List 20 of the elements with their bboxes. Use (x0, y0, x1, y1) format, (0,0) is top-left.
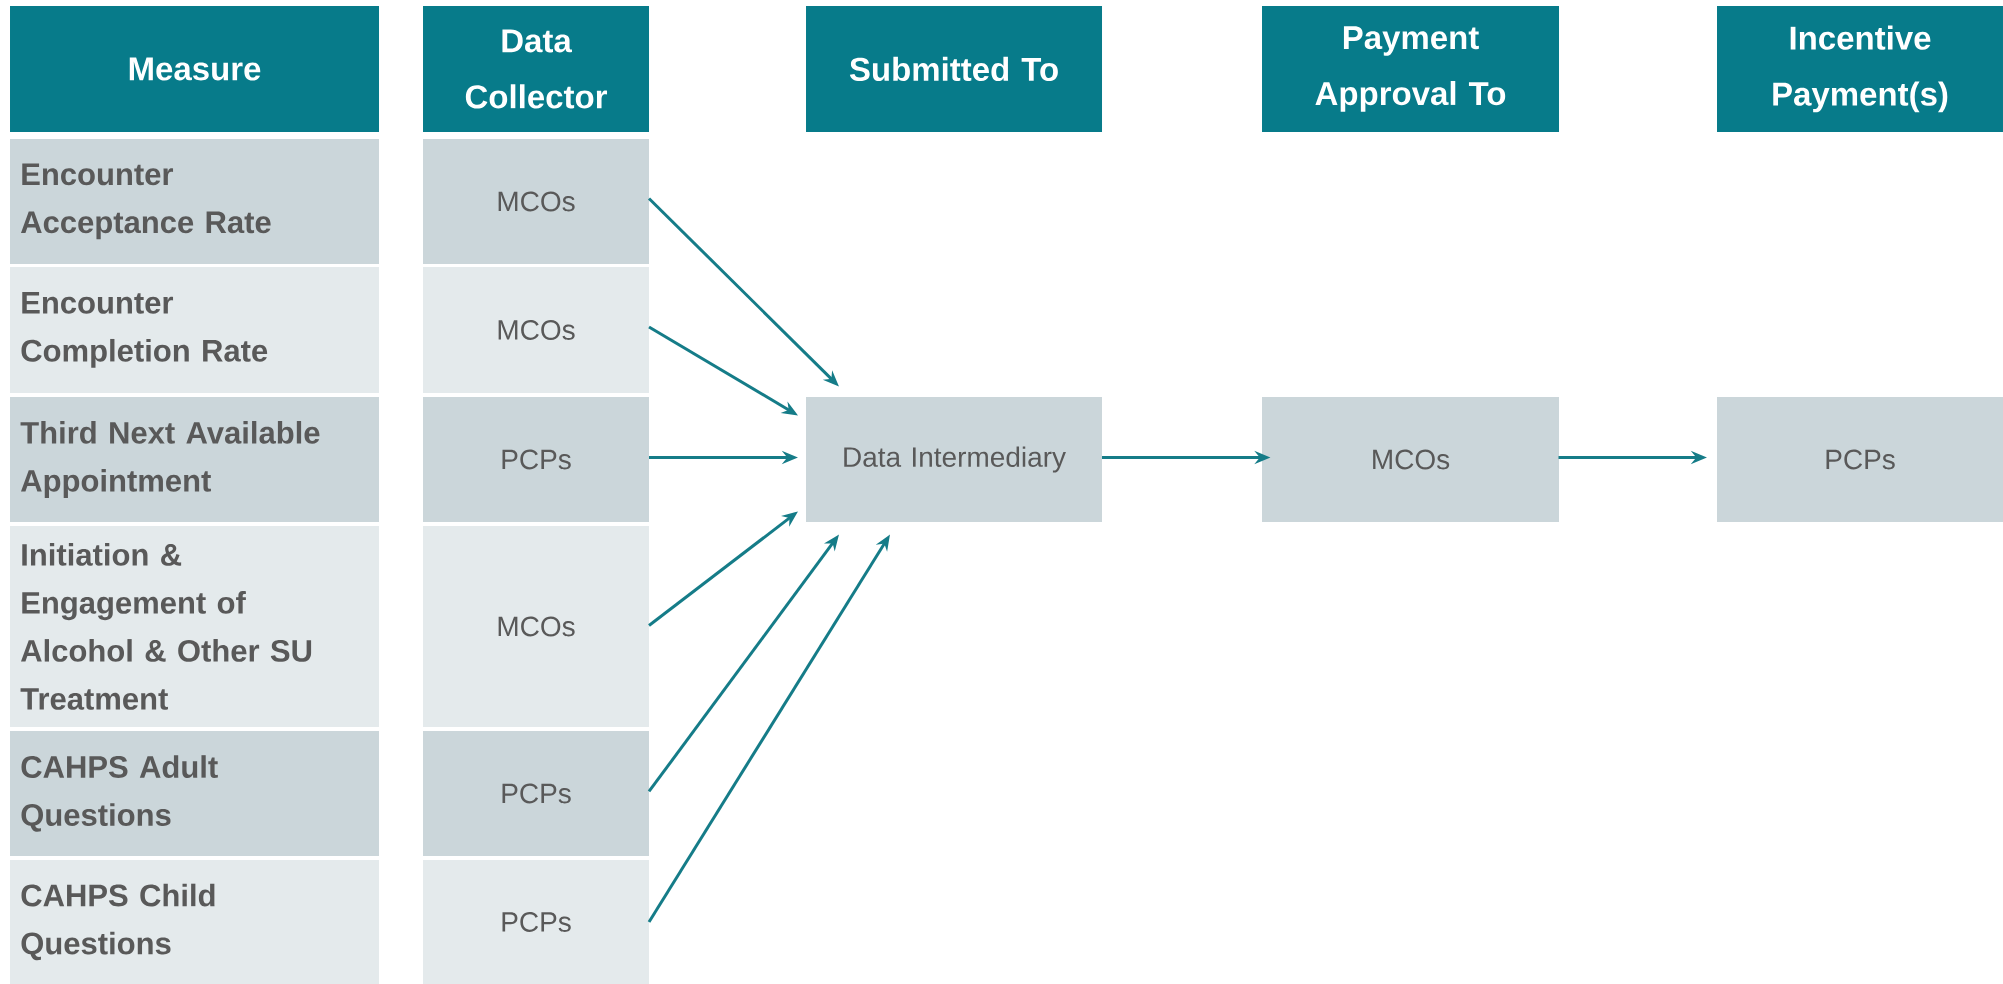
header-cell: Submitted To (806, 6, 1102, 132)
measure-cell: Third Next Available Appointment (10, 397, 379, 522)
collector-cell: MCOs (423, 139, 649, 264)
collector-cell: PCPs (423, 397, 649, 522)
header-cell: Measure (10, 6, 379, 132)
collector-cell: PCPs (423, 731, 649, 856)
process-box: Data Intermediary (806, 397, 1102, 522)
collector-cell: PCPs (423, 860, 649, 984)
measure-cell: Initiation & Engagement of Alcohol & Other SU Treatment (10, 526, 379, 727)
header-cell: Incentive Payment(s) (1717, 6, 2003, 132)
collector-cell: MCOs (423, 526, 649, 727)
collector-cell: MCOs (423, 267, 649, 393)
process-box: PCPs (1717, 397, 2003, 522)
measure-cell: Encounter Acceptance Rate (10, 139, 379, 264)
measure-cell: CAHPS Adult Questions (10, 731, 379, 856)
measure-cell: CAHPS Child Questions (10, 860, 379, 984)
header-cell: Data Collector (423, 6, 649, 132)
measure-cell: Encounter Completion Rate (10, 267, 379, 393)
header-cell: Payment Approval To (1262, 6, 1559, 132)
process-box: MCOs (1262, 397, 1559, 522)
